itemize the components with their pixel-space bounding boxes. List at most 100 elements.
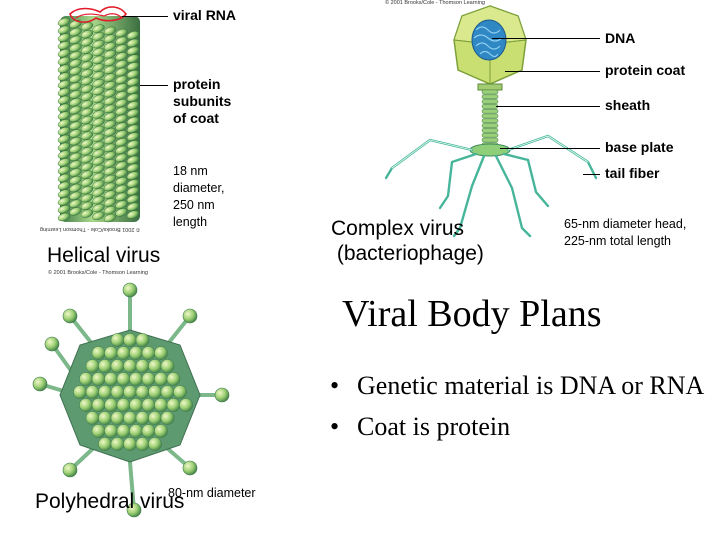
protein-subunit <box>57 197 71 206</box>
protein-subunit <box>115 192 128 201</box>
protein-subunit <box>80 100 94 109</box>
capsid-spike-knob <box>182 460 198 476</box>
protein-subunit <box>103 120 117 129</box>
protein-subunit <box>92 125 105 135</box>
protein-subunit <box>80 186 94 195</box>
protein-subunit <box>80 22 94 31</box>
protein-subunit <box>80 170 94 179</box>
protein-subunit <box>69 59 82 68</box>
protein-subunit <box>103 81 117 90</box>
protein-subunit <box>115 28 128 38</box>
protein-subunit <box>103 104 117 113</box>
protein-subunits-label: protein subunits of coat <box>173 76 232 126</box>
protein-subunit <box>115 169 128 178</box>
protein-subunit <box>57 166 71 175</box>
slide-title: Viral Body Plans <box>342 293 602 335</box>
protein-subunit <box>115 208 128 217</box>
protein-subunit <box>57 173 71 183</box>
protein-subunit <box>126 148 140 157</box>
helical-dimensions: 18 nm diameter, 250 nm length <box>173 164 225 229</box>
protein-subunit <box>126 179 140 188</box>
protein-subunit <box>115 83 128 92</box>
protein-subunit <box>57 72 71 81</box>
protein-subunit <box>126 70 140 79</box>
protein-subunit <box>92 149 105 158</box>
protein-subunit <box>92 55 105 64</box>
protein-subunit <box>80 92 94 101</box>
protein-subunit <box>92 211 105 220</box>
protein-subunit <box>69 168 82 177</box>
protein-subunit <box>115 138 128 147</box>
protein-subunit <box>69 191 82 200</box>
protein-subunit <box>92 63 105 72</box>
protein-subunit <box>92 188 105 197</box>
protein-subunit <box>80 123 94 132</box>
protein-subunit <box>126 202 140 211</box>
protein-subunit <box>126 194 140 204</box>
protein-subunit <box>57 56 71 66</box>
protein-subunit <box>115 177 128 186</box>
helical-caption: Helical virus <box>47 244 161 267</box>
protein-subunit <box>80 201 94 210</box>
protein-subunit <box>103 206 117 215</box>
bullet-list: Genetic material is DNA or RNA Coat is p… <box>330 370 710 452</box>
capsid-spike-knob <box>44 336 60 352</box>
protein-coat-label: protein coat <box>605 62 686 78</box>
protein-subunit <box>69 176 82 185</box>
protein-subunit <box>57 49 71 58</box>
protein-subunit <box>92 102 105 111</box>
protein-subunit <box>126 46 140 55</box>
protein-subunit <box>92 133 105 142</box>
protein-subunit <box>103 112 117 121</box>
protein-subunit <box>126 140 140 149</box>
protein-subunit <box>115 153 128 162</box>
protein-subunit <box>126 54 140 63</box>
protein-subunit <box>115 75 128 84</box>
protein-subunit <box>69 152 82 161</box>
protein-subunit <box>103 182 117 191</box>
complex-credit: © 2001 Brooks/Cole - Thomson Learning <box>385 0 485 6</box>
protein-subunit <box>92 172 105 181</box>
protein-subunit <box>115 200 128 209</box>
sheath-label: sheath <box>605 97 651 113</box>
protein-subunit <box>126 93 140 102</box>
protein-subunit <box>103 42 117 51</box>
polyhedral-credit: © 2001 Brooks/Cole - Thomson Learning <box>48 270 148 276</box>
protein-subunit <box>115 184 128 194</box>
protein-subunit <box>92 180 105 189</box>
protein-subunit <box>80 193 94 203</box>
protein-subunit <box>69 160 82 169</box>
protein-subunit <box>115 145 128 155</box>
protein-subunit <box>103 89 117 98</box>
dna-label: DNA <box>605 30 636 46</box>
protein-subunit <box>80 84 94 93</box>
protein-subunit <box>92 79 105 88</box>
protein-subunit <box>80 30 94 39</box>
protein-subunit <box>126 187 140 196</box>
capsid-spike-knob <box>214 387 230 403</box>
protein-subunit <box>103 26 117 35</box>
protein-subunit <box>115 60 128 69</box>
protein-subunit <box>69 144 82 154</box>
protein-subunit <box>57 88 71 97</box>
protein-subunit <box>57 103 71 112</box>
protein-subunit <box>69 82 82 91</box>
protein-subunit <box>57 142 71 151</box>
protein-subunit <box>103 34 117 43</box>
protein-subunit <box>92 196 105 205</box>
dna-core <box>471 19 507 61</box>
protein-subunit <box>80 108 94 117</box>
protein-subunit <box>57 25 71 34</box>
protein-subunit <box>126 62 140 71</box>
protein-subunit <box>103 65 117 74</box>
protein-subunit <box>126 171 140 180</box>
protein-subunit <box>115 114 128 123</box>
protein-subunit <box>126 132 140 141</box>
protein-subunit <box>57 41 71 50</box>
protein-subunit <box>57 17 71 27</box>
protein-subunit <box>126 85 140 94</box>
protein-subunit <box>80 115 94 125</box>
protein-subunit <box>69 207 82 216</box>
protein-subunit <box>92 110 105 119</box>
